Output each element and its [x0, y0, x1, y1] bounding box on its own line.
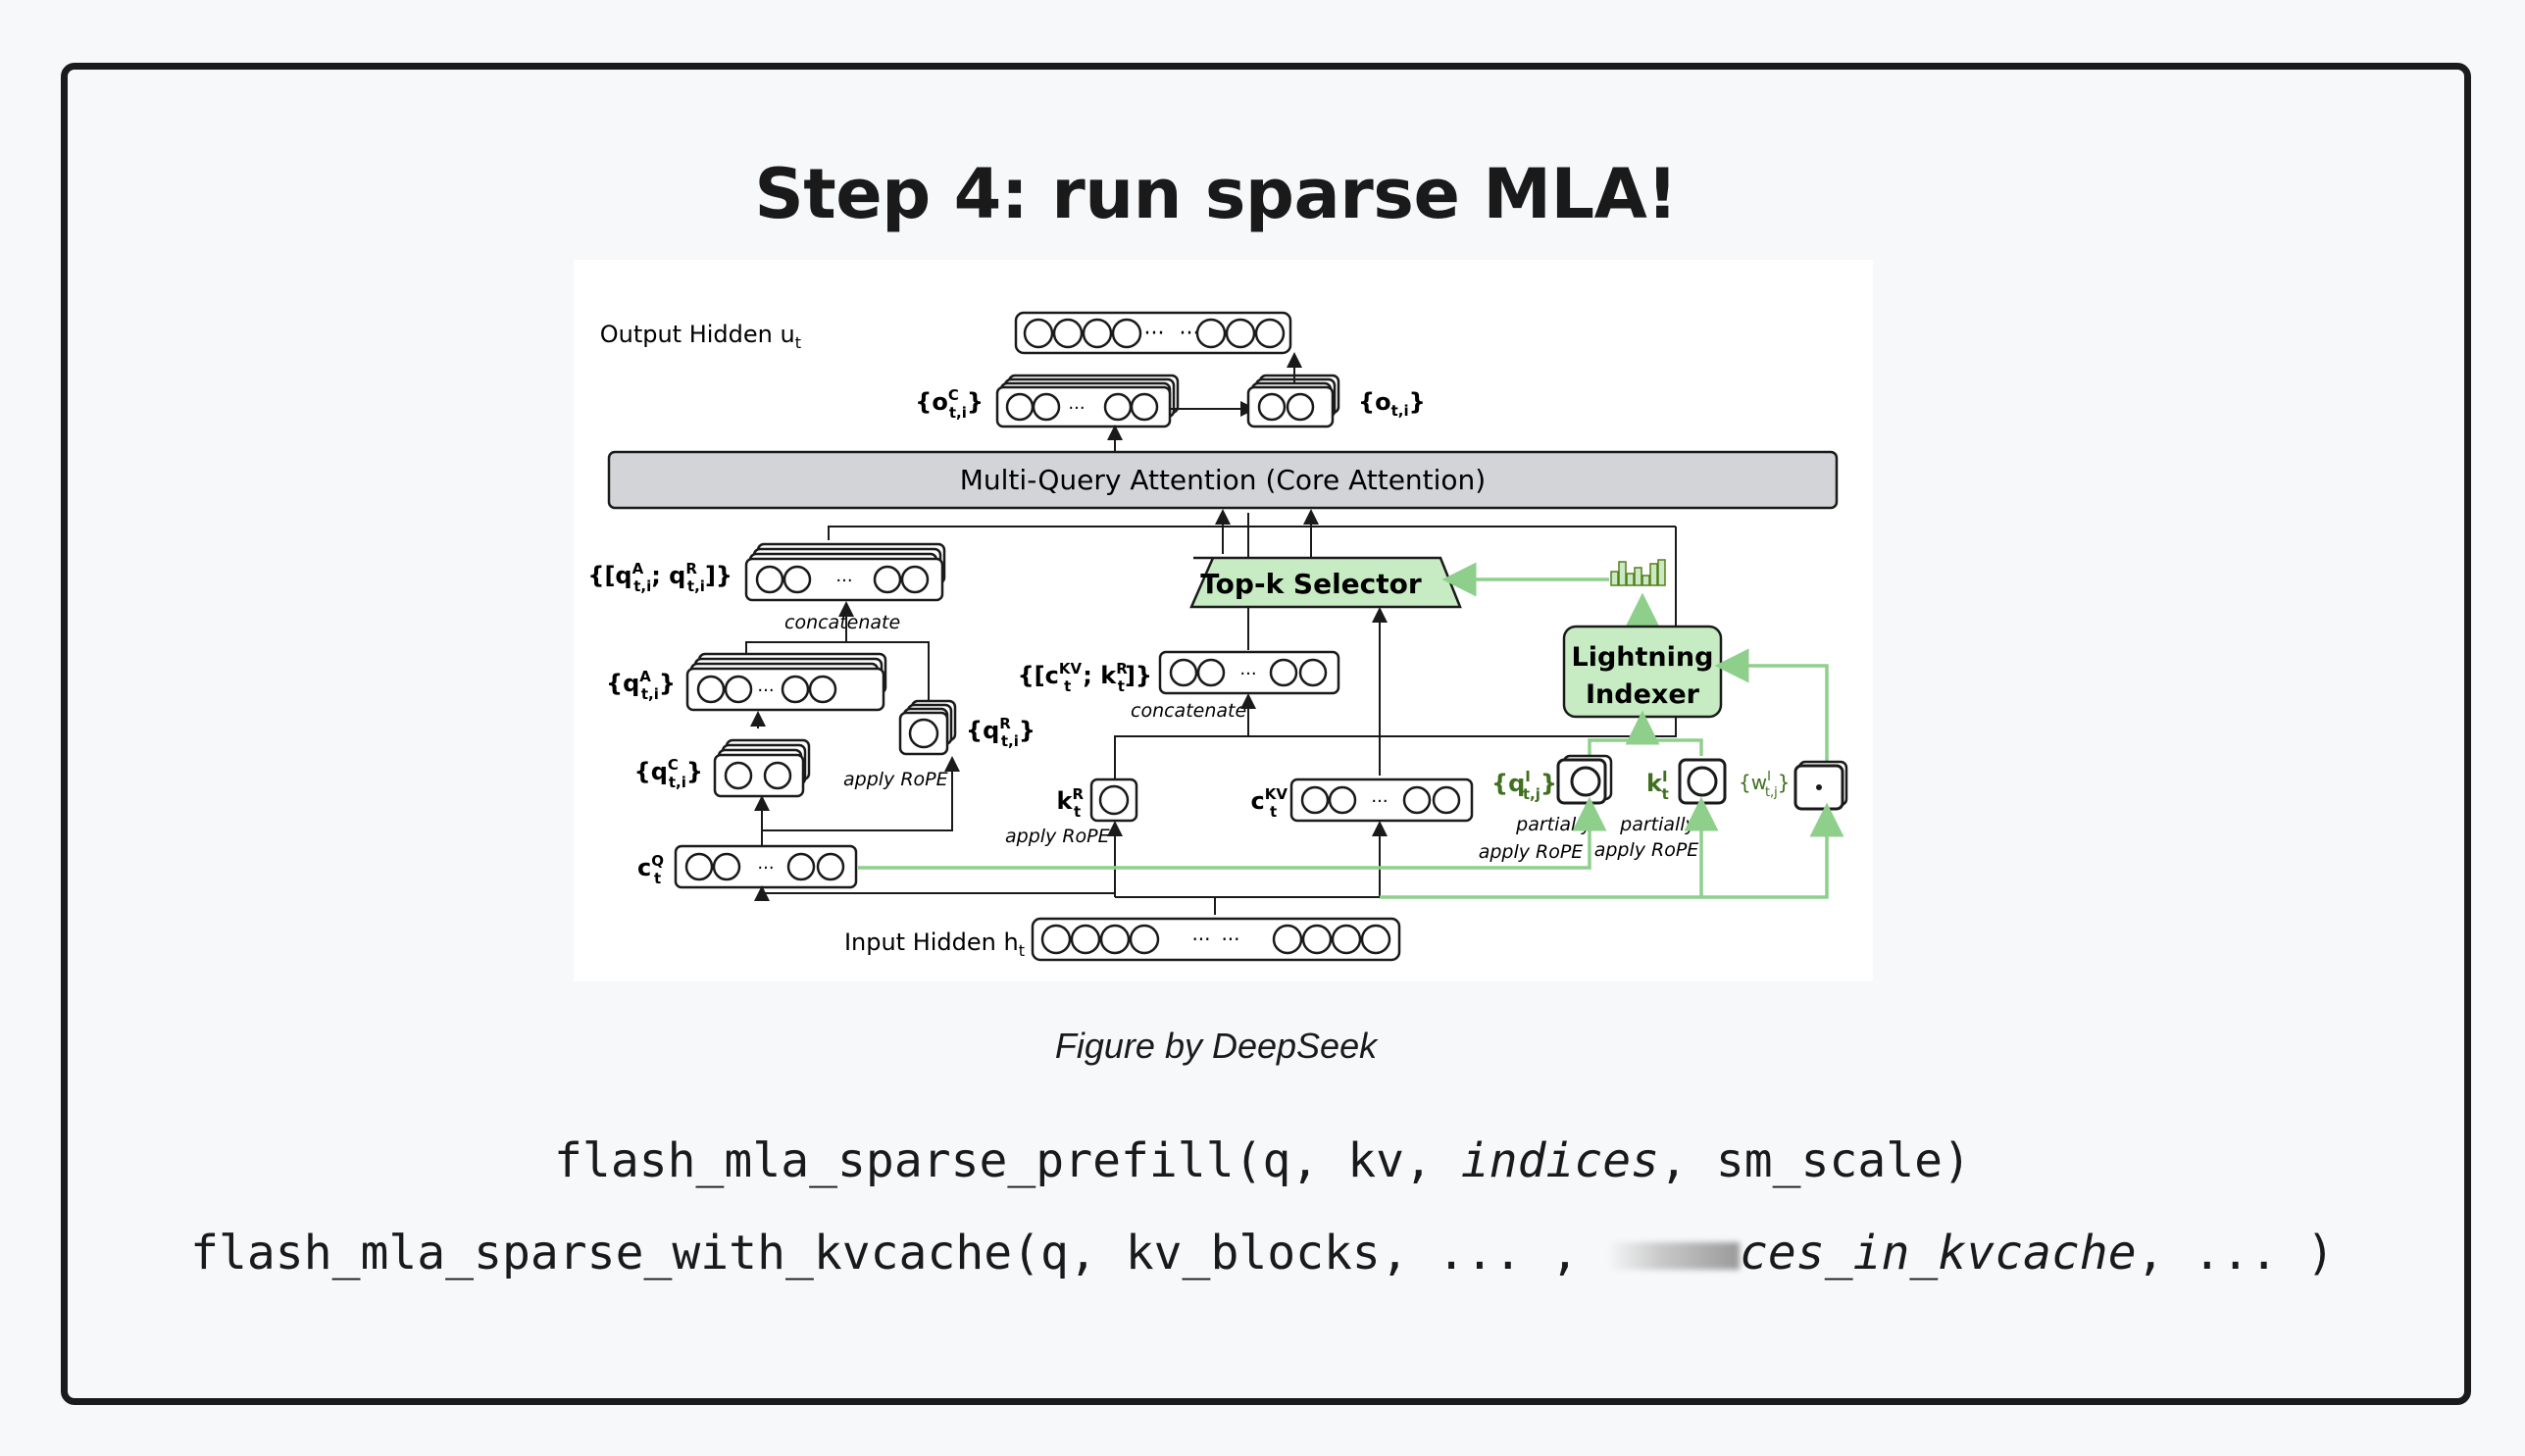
svg-text:{qAt,i}: {qAt,i}	[606, 668, 676, 703]
code-prefill-fn: flash_mla_sparse_prefill(q, kv,	[554, 1133, 1461, 1188]
svg-text:···: ···	[835, 571, 852, 591]
lightning-indexer-line1: Lightning	[1572, 642, 1714, 673]
svg-text:···: ···	[757, 858, 774, 879]
svg-text:cQt: cQt	[637, 852, 664, 887]
partially-label-q: partially	[1515, 814, 1592, 835]
svg-text:···: ···	[1221, 928, 1239, 951]
svg-text:{oCt,i}: {oCt,i}	[915, 386, 984, 422]
lightning-indexer-line2: Indexer	[1586, 679, 1700, 710]
svg-text:···: ···	[1180, 322, 1200, 346]
partially-apply-rope-k: apply RoPE	[1594, 839, 1699, 861]
core-attention-bar	[607, 450, 1839, 510]
svg-text:{qCt,i}: {qCt,i}	[634, 756, 703, 791]
partially-label-k: partially	[1619, 814, 1696, 835]
figure-caption: Figure by DeepSeek	[1054, 1026, 1378, 1066]
redacted-overlay	[1607, 1242, 1741, 1270]
output-hidden-label: Output Hidden ut	[600, 321, 801, 352]
svg-text:kIt: kIt	[1646, 768, 1669, 803]
svg-text:···: ···	[1239, 664, 1256, 684]
code-prefill-end: , sm_scale)	[1659, 1133, 1971, 1188]
svg-text:{[qAt,i; qRt,i]}: {[qAt,i; qRt,i]}	[587, 560, 732, 595]
input-hidden-label: Input Hidden ht	[844, 929, 1025, 960]
svg-text:···: ···	[1371, 791, 1388, 812]
concatenate-label-left: concatenate	[784, 612, 900, 633]
partially-apply-rope-q: apply RoPE	[1479, 841, 1584, 863]
score-histogram-icon	[1610, 559, 1666, 586]
svg-text:···: ···	[1191, 928, 1210, 951]
code-line-kvcache: flash_mla_sparse_with_kvcache(q, kv_bloc…	[0, 1226, 2525, 1280]
svg-text:···: ···	[1144, 322, 1165, 346]
svg-text:{wIt,j}: {wIt,j}	[1739, 770, 1791, 800]
o-stack: {ot,i}	[1246, 374, 1426, 428]
apply-rope-label-q: apply RoPE	[843, 769, 948, 790]
input-hidden: Input Hidden ht ··· ···	[844, 917, 1401, 962]
core-attention-label: Multi-Query Attention (Core Attention)	[960, 464, 1486, 496]
svg-text:{qRt,i}: {qRt,i}	[966, 715, 1035, 750]
svg-text:{qIt,j}: {qIt,j}	[1491, 768, 1557, 803]
code-prefill-indices: indices	[1460, 1133, 1660, 1188]
concatenate-label-kv: concatenate	[1131, 700, 1246, 722]
code-kvcache-fn: flash_mla_sparse_with_kvcache(q, kv_bloc…	[190, 1226, 1608, 1280]
slide-title: Step 4: run sparse MLA!	[754, 154, 1678, 234]
code-line-prefill: flash_mla_sparse_prefill(q, kv, indices,…	[0, 1133, 2525, 1188]
output-hidden: Output Hidden ut ··· ···	[600, 311, 1292, 355]
code-kvcache-indices: ces_in_kvcache	[1740, 1226, 2137, 1280]
code-kvcache-end: , ... )	[2136, 1226, 2335, 1280]
svg-text:kRt: kRt	[1056, 785, 1084, 821]
svg-text:{ot,i}: {ot,i}	[1358, 388, 1426, 420]
topk-selector-label: Top-k Selector	[1200, 568, 1422, 600]
svg-text:···: ···	[757, 680, 774, 701]
apply-rope-label-k: apply RoPE	[1005, 826, 1110, 847]
svg-text:···: ···	[1068, 398, 1085, 419]
